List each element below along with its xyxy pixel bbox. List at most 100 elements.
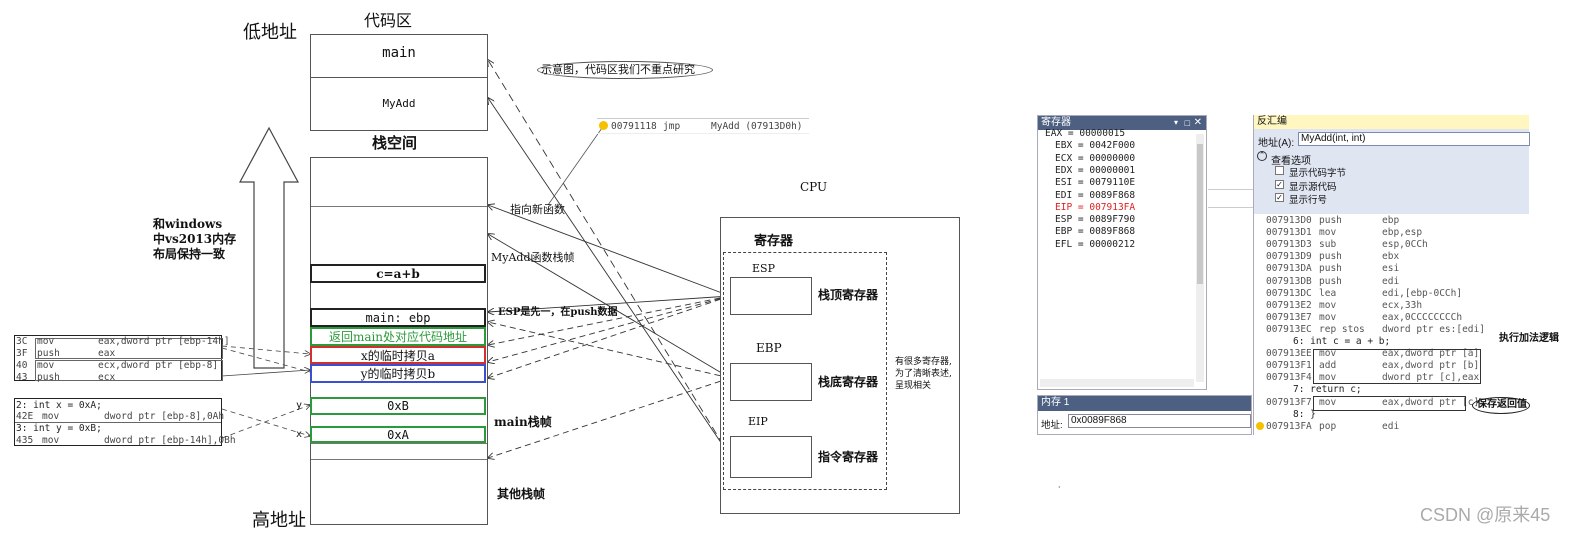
init-vars-divider <box>15 422 221 423</box>
many-regs-note-line3: 呈现相关 <box>895 381 932 391</box>
instr-opcode: mov <box>1319 227 1337 239</box>
scrollbar-thumb[interactable] <box>1197 144 1203 284</box>
exec-add-note: 执行加法逻辑 <box>1499 333 1559 344</box>
code-args: ecx,dword ptr [ebp-8] <box>98 360 219 371</box>
register-name: ECX <box>1055 152 1073 164</box>
memory-address-input[interactable]: 0x0089F868 <box>1068 414 1251 428</box>
code-addr: 42E <box>16 411 34 422</box>
instr-operands: ecx,33h <box>1382 299 1423 311</box>
add-logic-bracket <box>1313 349 1481 384</box>
current-line-icon <box>599 121 608 130</box>
code-main: main <box>382 45 416 61</box>
dropdown-icon[interactable]: ▾ <box>1173 118 1178 127</box>
register-value: 0089F868 <box>1089 189 1136 201</box>
code-op: mov <box>42 411 60 422</box>
instr-address: 007913F7 <box>1266 396 1312 408</box>
stack-cell-x-value: 0xA <box>310 426 486 443</box>
registers-titlebar: 寄存器 ▾ □ ✕ <box>1038 116 1206 130</box>
push-args-code <box>14 335 223 381</box>
windows-note-line2: 中vs2013内存 <box>153 232 237 246</box>
memory-panel-title: 内存 1 <box>1041 397 1070 408</box>
source-line: 8: } <box>1293 408 1316 420</box>
source-line: 3: int y = 0xB; <box>16 423 102 434</box>
jmp-addr: 00791118 <box>611 121 657 132</box>
registers-panel: 寄存器 ▾ □ ✕ <box>1037 115 1207 390</box>
register-name: ESI <box>1055 177 1073 189</box>
push-eax-group <box>35 338 223 359</box>
disasm-address-input[interactable]: MyAdd(int, int) <box>1298 132 1530 146</box>
registers-title: 寄存器 <box>754 234 794 249</box>
registers-hscrollbar[interactable] <box>1040 379 1194 387</box>
register-row: EAX = 00000015 <box>1045 128 1126 139</box>
instr-opcode: mov <box>1319 299 1337 311</box>
instr-opcode: sub <box>1319 239 1337 251</box>
instr-opcode: mov <box>1319 348 1337 360</box>
jmp-target: MyAdd (07913D0h) <box>711 121 803 132</box>
instr-address: 007913D0 <box>1266 215 1312 226</box>
instr-operands: eax,dword ptr [a] <box>1382 348 1480 360</box>
register-row: EBP = 0089F868 <box>1055 226 1136 238</box>
memory-address-label: 地址: <box>1041 420 1063 431</box>
register-value: 0089F790 <box>1089 214 1136 226</box>
register-name: EBX <box>1055 140 1073 152</box>
code-addr: 43 <box>16 372 28 383</box>
disasm-address-label: 地址(A): <box>1258 138 1295 149</box>
source-line: 7: return c; <box>1293 384 1362 396</box>
code-addr: 3F <box>16 348 28 359</box>
close-icon[interactable]: ✕ <box>1193 117 1202 128</box>
eip-desc: 指令寄存器 <box>818 450 879 464</box>
view-options-label[interactable]: 查看选项 <box>1271 156 1311 167</box>
instr-operands: eax,dword ptr [b] <box>1382 360 1480 372</box>
register-name: EBP <box>1055 226 1073 238</box>
esp-note: ESP是先一，在push数据 <box>498 307 618 318</box>
x-marker: x <box>296 429 303 440</box>
instr-operands: ebp,esp <box>1382 227 1423 239</box>
code-area-box: main MyAdd <box>310 34 488 131</box>
instr-operands: edi,[ebp-0CCh] <box>1382 287 1463 299</box>
register-value: 0079110E <box>1089 177 1136 189</box>
maximize-icon[interactable]: □ <box>1184 118 1190 128</box>
many-regs-note-line2: 为了清晰表述, <box>895 369 952 379</box>
init-vars-code <box>14 398 222 446</box>
instr-address: 007913D1 <box>1266 227 1312 239</box>
instr-address: 007913E7 <box>1266 311 1312 323</box>
code-area-title: 代码区 <box>364 11 413 30</box>
instr-opcode: rep stos <box>1319 323 1365 335</box>
stack-divider <box>311 443 487 444</box>
option-label: 显示源代码 <box>1289 181 1337 193</box>
register-value: 00000000 <box>1089 152 1136 164</box>
code-args: eax <box>98 348 116 359</box>
code-addr: 435 <box>16 435 34 446</box>
instr-operands: esp,0CCh <box>1382 239 1428 251</box>
instr-address: 007913EE <box>1266 348 1312 360</box>
current-instruction-icon <box>1256 422 1264 430</box>
registers-panel-title: 寄存器 <box>1041 117 1071 128</box>
instr-opcode: push <box>1319 215 1342 226</box>
registers-scrollbar[interactable] <box>1196 134 1204 382</box>
option-checkbox[interactable] <box>1275 166 1284 175</box>
option-label: 显示行号 <box>1289 195 1328 206</box>
panel-splitter <box>1208 189 1253 190</box>
instr-opcode: pop <box>1319 420 1337 432</box>
memory-panel: 内存 1 地址: 0x0089F868 <box>1037 395 1252 435</box>
disasm-panel: 反汇编 地址(A): MyAdd(int, int) ⌃ 查看选项 <box>1253 115 1530 435</box>
code-args: eax,dword ptr [ebp-14h] <box>98 336 230 347</box>
jmp-op: jmp <box>663 121 681 132</box>
instr-address: 007913F4 <box>1266 372 1312 384</box>
register-value: 0089F868 <box>1089 226 1136 238</box>
stack-space-title: 栈空间 <box>372 134 418 152</box>
code-addr: 40 <box>16 360 28 371</box>
option-checkbox[interactable]: ✓ <box>1275 179 1284 189</box>
collapse-icon[interactable]: ⌃ <box>1257 151 1267 161</box>
instr-opcode: mov <box>1319 396 1337 408</box>
instr-operands: edi <box>1382 420 1400 432</box>
stack-cell-x-copy: x的临时拷贝a <box>310 346 486 364</box>
stack-cell-y-copy: y的临时拷贝b <box>310 364 486 383</box>
option-checkbox[interactable]: ✓ <box>1275 193 1284 202</box>
instr-opcode: push <box>1319 263 1342 275</box>
stack-cell-return-address: 返回main处对应代码地址 <box>310 327 486 346</box>
source-line: 2: int x = 0xA; <box>16 400 102 411</box>
instr-operands: dword ptr [c],eax <box>1382 372 1480 384</box>
code-addr: 3C <box>16 336 28 347</box>
schematic-note: 示意图，代码区我们不重点研究 <box>541 63 695 76</box>
